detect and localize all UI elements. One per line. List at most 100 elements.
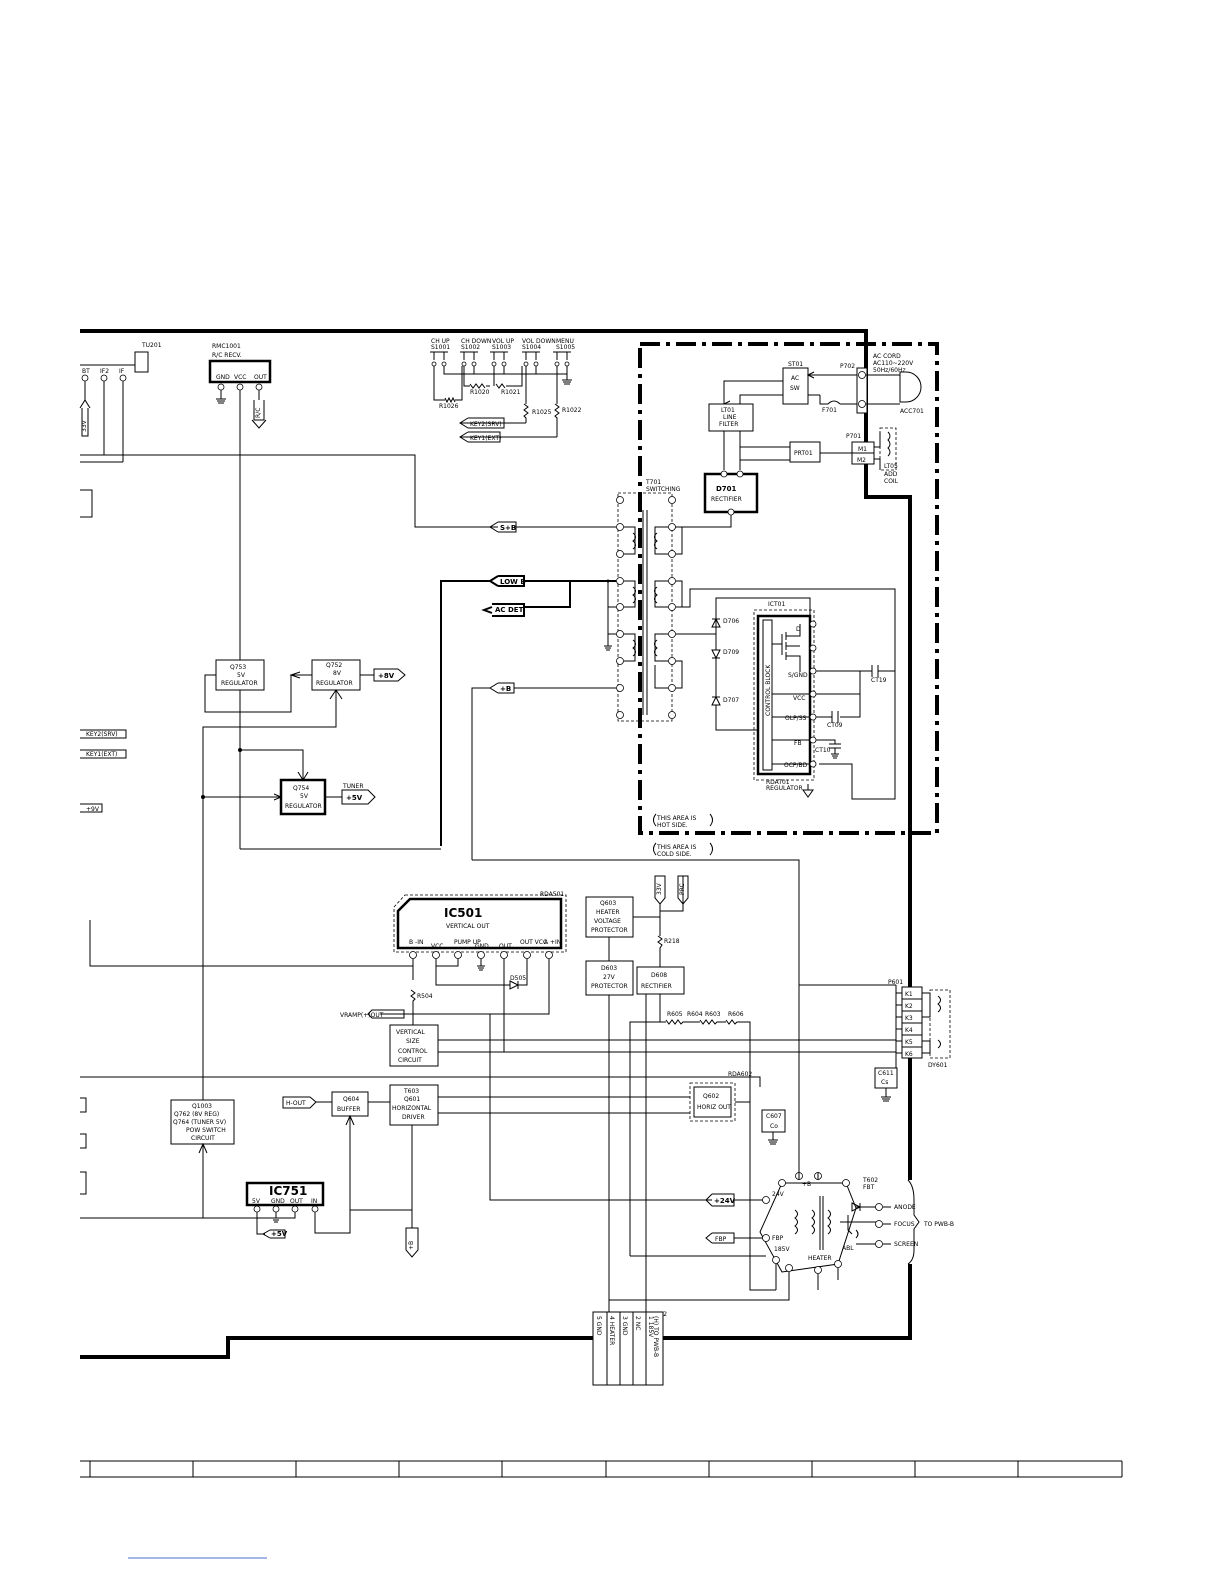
svg-text:AC110~220V: AC110~220V xyxy=(873,360,914,367)
svg-text:Q752: Q752 xyxy=(326,662,342,669)
svg-text:SIZE: SIZE xyxy=(406,1038,420,1045)
svg-text:IF2: IF2 xyxy=(100,368,109,375)
svg-text:5 GND: 5 GND xyxy=(595,1316,602,1336)
svg-text:PRC: PRC xyxy=(679,883,686,895)
svg-text:R1025: R1025 xyxy=(532,409,552,416)
svg-text:Q753: Q753 xyxy=(230,664,246,671)
hot-side-note: THIS AREA IS HOT SIDE. xyxy=(653,813,713,829)
svg-text:D: D xyxy=(796,626,801,633)
q753-5v-regulator: Q753 5V REGULATOR xyxy=(215,659,265,691)
svg-text:KEY1(EXT): KEY1(EXT) xyxy=(470,435,501,442)
svg-text:HOT SIDE.: HOT SIDE. xyxy=(657,822,688,829)
svg-text:R/C: R/C xyxy=(255,408,262,418)
svg-text:FOCUS: FOCUS xyxy=(894,1221,915,1228)
d608-rectifier: D608 RECTIFIER xyxy=(636,966,685,1312)
svg-text:RECTIFIER: RECTIFIER xyxy=(711,496,742,503)
svg-text:27V: 27V xyxy=(603,974,616,981)
svg-text:+5V: +5V xyxy=(271,1230,288,1238)
svg-text:R1026: R1026 xyxy=(439,403,459,410)
svg-text:T701: T701 xyxy=(645,479,661,486)
svg-text:H-OUT: H-OUT xyxy=(286,1100,306,1107)
svg-text:3 GND: 3 GND xyxy=(621,1316,628,1336)
svg-text:HORIZ OUT: HORIZ OUT xyxy=(697,1104,731,1111)
svg-text:33V: 33V xyxy=(81,419,88,432)
svg-text:Q603: Q603 xyxy=(600,900,616,907)
svg-text:VOL UP: VOL UP xyxy=(492,338,514,345)
svg-text:R1021: R1021 xyxy=(501,389,521,396)
svg-text:+8V: +8V xyxy=(378,672,395,680)
svg-text:D701: D701 xyxy=(716,485,737,493)
svg-text:CT09: CT09 xyxy=(827,722,843,729)
svg-text:VCC: VCC xyxy=(431,943,443,950)
svg-text:K6: K6 xyxy=(905,1051,913,1058)
svg-text:R604: R604 xyxy=(687,1011,703,1018)
svg-text:R603: R603 xyxy=(705,1011,721,1018)
svg-text:P702: P702 xyxy=(840,363,855,370)
svg-text:C611: C611 xyxy=(878,1070,894,1077)
svg-text:VCC: VCC xyxy=(793,695,805,702)
svg-text:Q601: Q601 xyxy=(404,1096,420,1103)
svg-text:S1005: S1005 xyxy=(556,344,575,351)
svg-text:AC CORD: AC CORD xyxy=(873,353,901,360)
svg-text:4 HEATER: 4 HEATER xyxy=(608,1316,615,1345)
svg-text:KEY2(SRV): KEY2(SRV) xyxy=(470,421,502,428)
svg-text:+B: +B xyxy=(500,685,511,693)
svg-text:KEY2(SRV): KEY2(SRV) xyxy=(86,731,118,738)
svg-text:OLP/SS: OLP/SS xyxy=(785,715,807,722)
svg-text:R1022: R1022 xyxy=(562,407,582,414)
svg-text:K1: K1 xyxy=(905,991,913,998)
svg-text:S1004: S1004 xyxy=(522,344,541,351)
svg-text:(H) TO PWB-B: (H) TO PWB-B xyxy=(652,1316,659,1357)
svg-text:POW SWITCH: POW SWITCH xyxy=(186,1127,226,1134)
svg-text:GND: GND xyxy=(216,374,230,381)
svg-text:T602: T602 xyxy=(862,1177,878,1184)
svg-text:KEY1(EXT): KEY1(EXT) xyxy=(86,751,117,758)
svg-text:D608: D608 xyxy=(651,972,667,979)
svg-text:REGULATOR: REGULATOR xyxy=(766,785,803,792)
svg-text:K5: K5 xyxy=(905,1039,913,1046)
svg-text:S1001: S1001 xyxy=(431,344,450,351)
svg-text:S1002: S1002 xyxy=(461,344,480,351)
svg-text:BT: BT xyxy=(82,368,90,375)
svg-text:S1003: S1003 xyxy=(492,344,511,351)
cold-side-note: THIS AREA IS COLD SIDE. xyxy=(653,842,713,858)
svg-text:R605: R605 xyxy=(667,1011,683,1018)
vertical-size-control: VERTICAL SIZE CONTROL CIRCUIT xyxy=(389,1014,896,1067)
svg-text:FBP: FBP xyxy=(715,1236,727,1243)
svg-text:+5V: +5V xyxy=(346,794,363,802)
svg-text:Q754: Q754 xyxy=(293,785,309,792)
svg-text:2 NC: 2 NC xyxy=(634,1316,641,1330)
svg-text:FBP: FBP xyxy=(772,1235,784,1242)
svg-text:RDAT01: RDAT01 xyxy=(766,779,790,786)
d603-27v-protector: D603 27V PROTECTOR xyxy=(585,937,634,1312)
svg-text:24V: 24V xyxy=(772,1191,785,1198)
svg-text:IC751: IC751 xyxy=(269,1184,307,1198)
svg-text:ICT01: ICT01 xyxy=(768,601,785,608)
svg-text:Co: Co xyxy=(770,1123,778,1130)
svg-text:K2: K2 xyxy=(905,1003,913,1010)
c607-capacitor: C607 Co xyxy=(761,1109,786,1145)
svg-text:FBT: FBT xyxy=(863,1184,875,1191)
svg-text:+9V: +9V xyxy=(86,806,100,813)
ic751: IC751 5V GND OUT IN +5V +B xyxy=(80,1181,419,1258)
svg-text:1 185V: 1 185V xyxy=(647,1316,654,1338)
svg-text:+B: +B xyxy=(408,1241,415,1250)
ic701-regulator: D706 D709 D707 ICT01 CONTROL BLOCK D S/G… xyxy=(676,588,896,800)
svg-text:CIRCUIT: CIRCUIT xyxy=(398,1057,422,1064)
svg-text:THIS AREA IS: THIS AREA IS xyxy=(656,844,697,851)
svg-text:R218: R218 xyxy=(664,938,680,945)
svg-text:Q1003: Q1003 xyxy=(192,1103,212,1110)
svg-text:VOL DOWN: VOL DOWN xyxy=(522,338,556,345)
ic501-vertical-out: RDA501 IC501 VERTICAL OUT B -IN VCC PUMP… xyxy=(89,891,706,1201)
t602-fbt: T602 FBT 24V +B FBP 185V HEATER ABL ANOD… xyxy=(609,1172,954,1301)
svg-text:AC: AC xyxy=(791,375,799,382)
svg-text:RDA501: RDA501 xyxy=(540,891,564,898)
key-switch-array: CH UP S1001 CH DOWN S1002 VOL UP S1003 V… xyxy=(430,338,582,443)
svg-text:ANODE: ANODE xyxy=(894,1204,916,1211)
q604-buffer: H-OUT Q604 BUFFER xyxy=(282,1091,412,1211)
svg-text:HEATER: HEATER xyxy=(808,1255,832,1262)
svg-text:OUT: OUT xyxy=(254,374,267,381)
svg-text:Q604: Q604 xyxy=(343,1096,359,1103)
svg-text:TU201: TU201 xyxy=(141,342,162,349)
